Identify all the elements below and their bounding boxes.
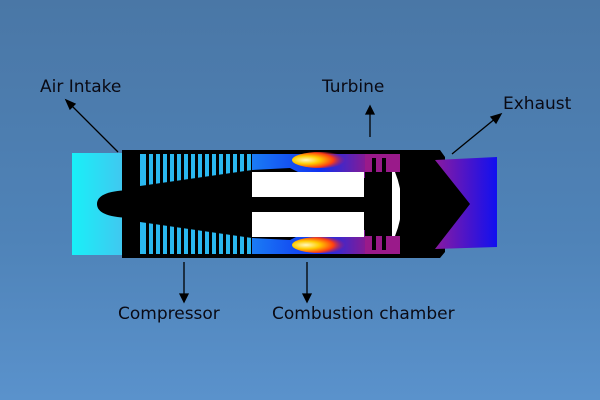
turbine-section: [365, 154, 402, 254]
compressor-section: [140, 154, 254, 254]
label-combustion-chamber: Combustion chamber: [272, 304, 455, 324]
flame-bottom: [292, 237, 348, 253]
label-compressor: Compressor: [118, 304, 220, 324]
air-intake-arrow: [69, 103, 119, 153]
label-exhaust: Exhaust: [503, 94, 572, 114]
exhaust-arrow: [451, 117, 497, 155]
flame-top: [292, 152, 348, 168]
label-air-intake: Air Intake: [40, 77, 122, 97]
tail-cone: [400, 154, 485, 254]
exhaust-nozzle: [435, 157, 497, 249]
label-turbine: Turbine: [322, 77, 385, 97]
nose-cone: [97, 190, 135, 218]
combustion-section: [252, 152, 367, 254]
arrows: [64, 98, 503, 304]
